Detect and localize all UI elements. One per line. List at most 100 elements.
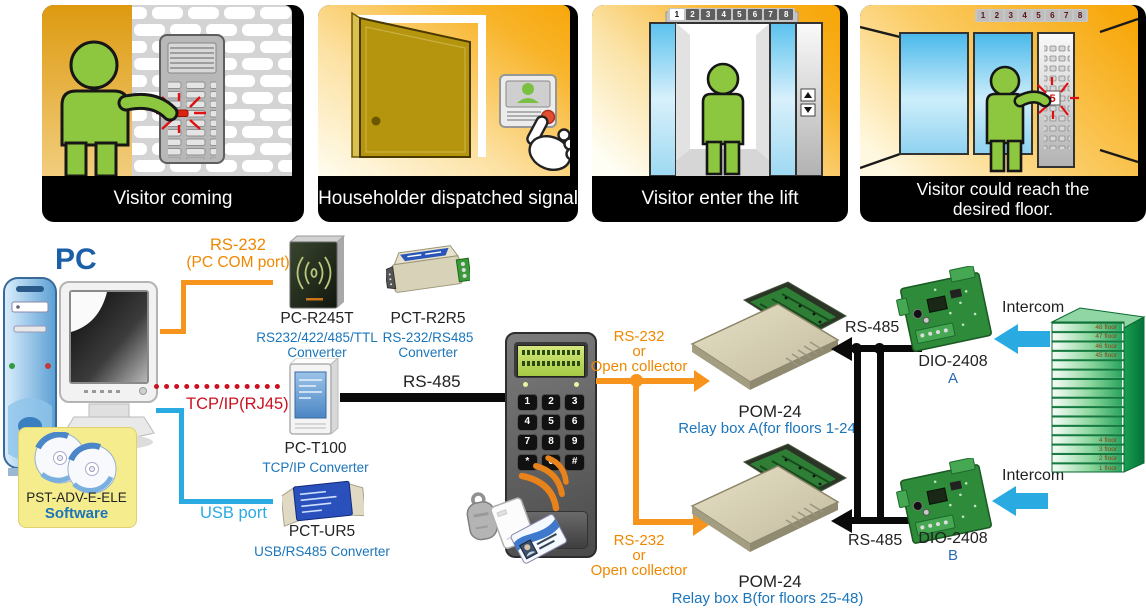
device-name: PC-R245T (280, 310, 354, 327)
floor-indicator-digit: 6 (748, 9, 762, 20)
rs485-bus-line (848, 517, 922, 524)
open-door-icon (351, 11, 486, 158)
tower-floor-label: 45 floor (1095, 352, 1117, 360)
wireless-arcs-icon (518, 455, 569, 512)
tower-floor-label: 4 floor (1098, 436, 1117, 444)
floor-indicator-digit: 5 (1032, 10, 1045, 21)
open-collector-wire (633, 378, 639, 524)
caption-text: Visitor coming (113, 188, 233, 210)
floor-indicator-digit: 8 (1074, 10, 1086, 21)
panel-householder-signal: Householder dispatched signal (318, 5, 578, 222)
elevator-icon (649, 11, 823, 176)
label-line: Open collector (590, 562, 688, 579)
keypad-key: 4 (518, 414, 537, 429)
floor-indicator-digit: 4 (1018, 10, 1031, 21)
lcd-text-row (522, 361, 580, 366)
led-icon (523, 382, 528, 387)
software-cds-icon (28, 431, 128, 499)
lcd-screen-icon (517, 345, 585, 377)
panel-caption: Visitor enter the lift (592, 176, 848, 222)
pom24-a-desc: Relay box A(for floors 1-24) (678, 420, 861, 437)
intercom-arrow-icon (1018, 331, 1050, 347)
floor-indicator-digit: 6 (1046, 10, 1059, 21)
rs232-wire-segment (181, 280, 273, 285)
floor-indicator-digit: 2 (685, 9, 700, 20)
keypad-key: 6 (565, 414, 584, 429)
usb-wire-segment (179, 408, 184, 504)
rfid-tags-icon (452, 452, 586, 585)
visitor-coming-illustration (42, 5, 292, 176)
floor-indicator-digit: 8 (779, 9, 793, 20)
device-desc: TCP/IP Converter (262, 460, 369, 475)
floor-indicator-digit: 7 (763, 9, 778, 20)
arrow-right-icon (694, 370, 710, 392)
keypad-key: 1 (518, 394, 537, 409)
dio-b-name: DIO-2408 (918, 530, 988, 547)
dio-a-tag: A (947, 370, 958, 387)
lift-wall-panel-icon (899, 32, 969, 155)
pct-r2r5-labels: PCT-R2R5 RS-232/RS485 Converter (368, 310, 488, 360)
keypad-lcd (514, 342, 588, 378)
lift-passenger-icon (701, 62, 745, 176)
pc-label: PC (55, 243, 97, 276)
software-type: Software (44, 505, 109, 522)
label-line: RS-232 (613, 532, 665, 549)
keypad-key: # (565, 454, 584, 469)
label-line: or (632, 343, 646, 360)
panel-caption: Householder dispatched signal (318, 176, 578, 222)
tower-floor-label: 3 floor (1098, 445, 1117, 453)
pc-t100-labels: PC-T100 TCP/IP Converter (258, 440, 373, 475)
rs232-wire-segment (181, 280, 186, 334)
software-name: PST-ADV-E-ELE (26, 490, 127, 505)
intercom-arrow-icon (1016, 493, 1048, 509)
pct-ur5-device-icon (280, 476, 367, 533)
wall-intercom-icon (156, 34, 225, 164)
panel-reach-floor: 5 Visitor could reach the desired floor. (860, 5, 1146, 222)
pom24-a-name: POM-24 (738, 402, 802, 421)
caption-text-line2: desired floor. (952, 199, 1054, 219)
key-fob-icon (466, 492, 498, 541)
reach-floor-scene-icon: 5 (860, 5, 1138, 176)
visitor-person-icon (60, 40, 179, 176)
intercom-top-label: Intercom (1002, 299, 1065, 316)
led-icon (574, 382, 579, 387)
floor-indicator-digit: 4 (716, 9, 731, 20)
pct-ur5-labels: PCT-UR5 USB/RS485 Converter (252, 523, 392, 559)
device-desc: RS232/422/485/TTL (256, 330, 378, 345)
pc-t100-device-icon (284, 356, 340, 445)
keypad-key: 9 (565, 434, 584, 449)
device-name: PCT-UR5 (288, 523, 356, 540)
floor-indicator-digit: 1 (977, 10, 989, 21)
open-collector-wire (596, 378, 696, 384)
apartment-tower-icon (1050, 305, 1146, 480)
pom24-a-device-icon (690, 280, 848, 407)
rs485-a-label: RS-485 (845, 319, 900, 336)
pc-r245t-labels: PC-R245T RS232/422/485/TTL Converter (252, 310, 382, 360)
rs232-com-line2: (PC COM port) (186, 254, 290, 272)
dio-b-tag: B (947, 547, 958, 564)
intercom-arrow-icon (994, 324, 1018, 354)
panel-caption: Visitor could reach the desired floor. (860, 176, 1146, 222)
rs485-bus-line (854, 348, 861, 522)
rs232-wire-segment (160, 329, 186, 334)
householder-scene-icon (318, 5, 570, 176)
lift-interior-edges-icon (860, 17, 1138, 170)
tcpip-label: TCP/IP(RJ45) (186, 395, 289, 413)
keypad-key: * (518, 454, 537, 469)
keypad-key: 2 (541, 394, 561, 409)
device-desc: RS-232/RS485 (382, 330, 474, 345)
device-name: PC-T100 (284, 440, 347, 457)
householder-illustration (318, 5, 570, 176)
floor-indicator-digit: 1 (670, 9, 684, 20)
tower-floor-label: 48 floor (1095, 324, 1117, 331)
dio-a-name: DIO-2408 (918, 353, 988, 370)
id-card-icon (510, 514, 567, 564)
arrow-left-icon (831, 509, 852, 533)
tower-floor-label: 1 floor (1098, 464, 1117, 472)
keypad-key: 3 (565, 394, 584, 409)
lift-entry-illustration (592, 5, 840, 176)
